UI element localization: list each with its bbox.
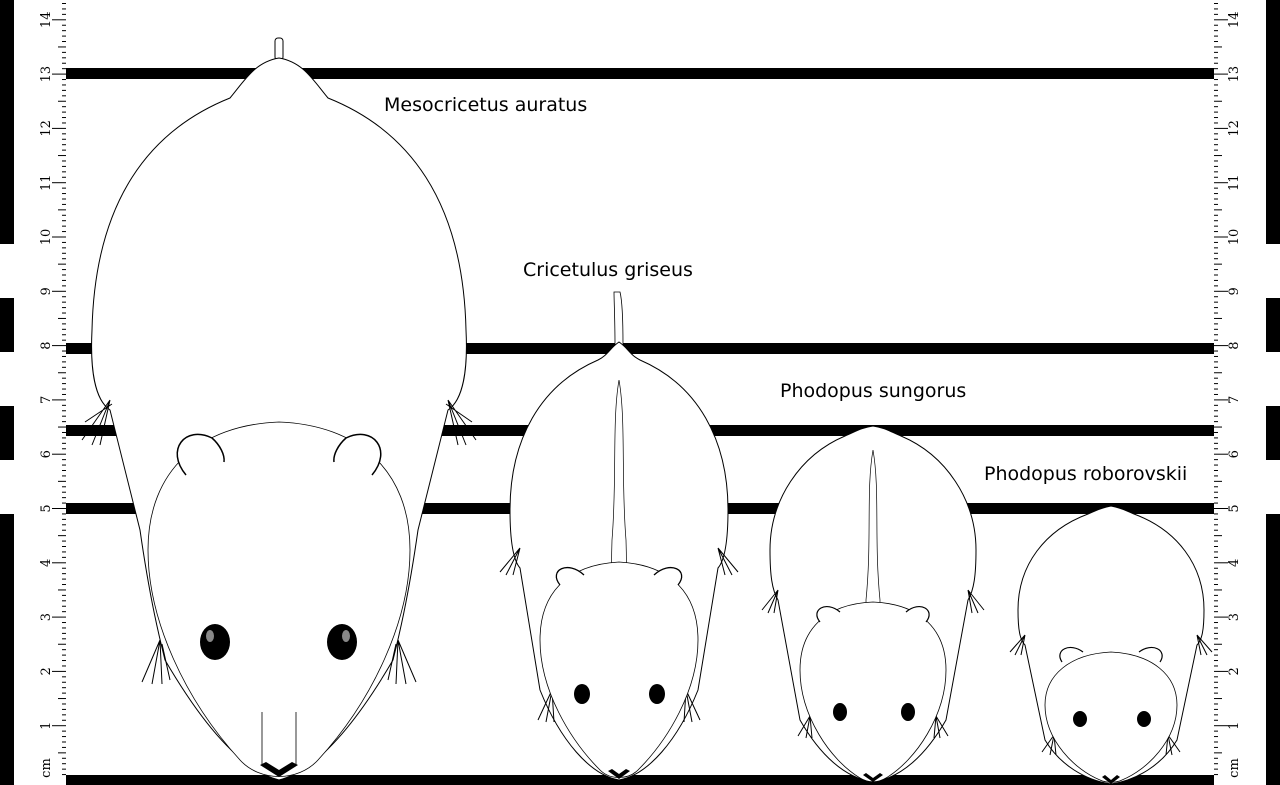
hamster-roborovskii — [1009, 505, 1213, 785]
ruler-number: 12 — [1227, 120, 1242, 137]
eye-icon — [833, 703, 847, 721]
ruler-number: 12 — [39, 120, 54, 137]
ruler-strip — [1214, 0, 1266, 785]
hamster-mesocricetus — [81, 37, 477, 781]
nose-icon — [1102, 775, 1120, 784]
ruler-number: 1 — [39, 722, 54, 730]
bar-baseline — [40, 775, 1240, 785]
ruler-number: 5 — [1227, 504, 1242, 512]
eye-icon — [649, 684, 665, 704]
ruler-unit-label: cm — [1227, 758, 1242, 778]
ruler-number: 14 — [39, 12, 54, 29]
eye-icon — [200, 624, 230, 660]
ruler-number: 9 — [39, 287, 54, 295]
ruler-number: 2 — [39, 667, 54, 675]
ruler-number: 4 — [1227, 559, 1242, 567]
label-sungorus: Phodopus sungorus — [780, 380, 966, 402]
ruler-number: 10 — [39, 229, 54, 246]
ruler-number: 3 — [1227, 613, 1242, 621]
label-cricetulus: Cricetulus griseus — [523, 259, 693, 281]
ruler-number: 8 — [1227, 341, 1242, 349]
label-roborovskii: Phodopus roborovskii — [984, 463, 1187, 485]
ruler-number: 14 — [1227, 12, 1242, 29]
ruler-number: 8 — [39, 341, 54, 349]
ruler-band — [1266, 298, 1280, 352]
ruler-number: 13 — [39, 66, 54, 83]
ruler-unit-label: cm — [39, 758, 54, 778]
ruler-band — [1266, 406, 1280, 460]
eye-icon — [1137, 711, 1151, 727]
ruler-number: 4 — [39, 559, 54, 567]
ruler-strip — [14, 0, 66, 785]
eye-icon — [1073, 711, 1087, 727]
ruler-band — [0, 0, 14, 244]
ruler-band — [1266, 514, 1280, 785]
nose-icon — [608, 769, 630, 779]
ruler-band — [0, 298, 14, 352]
label-mesocricetus: Mesocricetus auratus — [384, 94, 587, 116]
eye-icon — [327, 624, 357, 660]
hamster-cricetulus — [499, 291, 739, 781]
ruler-band — [0, 514, 14, 785]
eye-icon — [901, 703, 915, 721]
bar-mesocricetus — [40, 68, 1240, 79]
ruler-number: 11 — [39, 174, 54, 191]
ruler-number: 1 — [1227, 722, 1242, 730]
ruler-band — [1266, 0, 1280, 244]
ruler-number: 13 — [1227, 66, 1242, 83]
ruler-number: 7 — [39, 396, 54, 404]
ruler-number: 5 — [39, 504, 54, 512]
nose-icon — [863, 773, 883, 782]
ruler-number: 3 — [39, 613, 54, 621]
ruler-number: 11 — [1227, 174, 1242, 191]
ruler-number: 2 — [1227, 667, 1242, 675]
ruler-number: 6 — [1227, 450, 1242, 458]
ruler-band — [0, 406, 14, 460]
eye-icon — [574, 684, 590, 704]
ruler-number: 10 — [1227, 229, 1242, 246]
ruler-number: 6 — [39, 450, 54, 458]
bar-cricetulus — [40, 343, 1240, 354]
hamster-sungorus — [761, 425, 985, 783]
nose-icon — [260, 762, 298, 777]
ruler-number: 7 — [1227, 396, 1242, 404]
ruler-number: 9 — [1227, 287, 1242, 295]
